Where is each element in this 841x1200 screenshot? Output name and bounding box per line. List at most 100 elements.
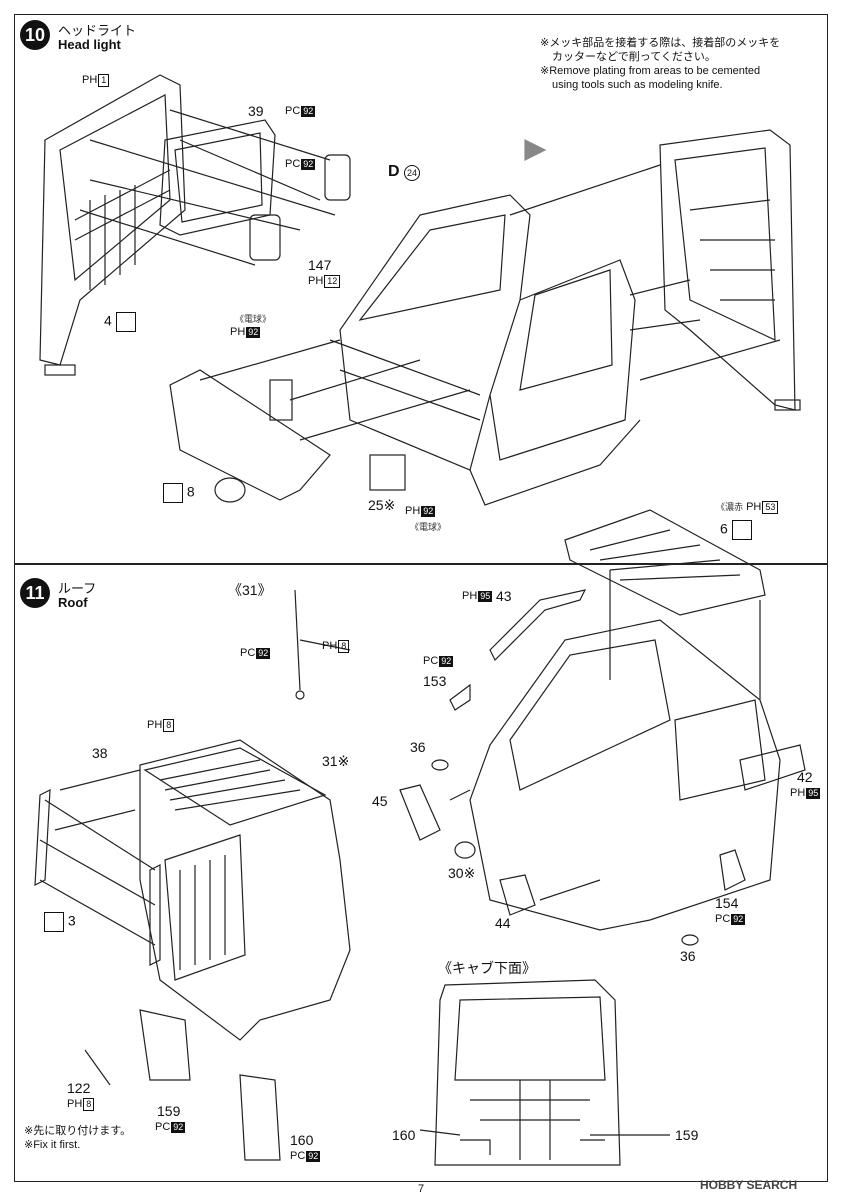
fix-first-note-jp: ※先に取り付けます。 [24, 1125, 132, 1137]
part-39: 39 [248, 103, 264, 119]
part-3: 3 [44, 912, 76, 932]
cab-under-title: 《キャブ下面》 [438, 960, 536, 976]
code-text: PC [285, 105, 301, 117]
code-box: 92 [246, 327, 261, 338]
part-number: 8 [186, 483, 195, 500]
plating-note-en-1: ※Remove plating from areas to be cemente… [540, 65, 761, 77]
code-box: 95 [478, 591, 493, 602]
step11-badge: 11 [20, 578, 50, 608]
part-154: 154 [715, 895, 739, 911]
plating-note: ※メッキ部品を接着する際は、接着部のメッキを カッターなどで削ってください。 ※… [540, 36, 810, 92]
step11-frame [14, 564, 828, 1182]
cement-icon [731, 520, 752, 540]
code-box: 1 [98, 74, 110, 87]
step10-title-jp: ヘッドライト [58, 23, 137, 38]
part-31s: 31※ [322, 753, 350, 769]
code-box: 8 [338, 640, 350, 653]
code-text: D [388, 163, 400, 180]
page-number: 7 [418, 1183, 425, 1195]
part-159a: 159 [157, 1103, 181, 1119]
part-160b: 160 [392, 1127, 416, 1143]
part-30: 30※ [448, 865, 476, 881]
code-text: PH [147, 719, 163, 731]
part-159b: 159 [675, 1127, 699, 1143]
code-box: 92 [306, 1151, 321, 1162]
step10-frame [14, 14, 828, 564]
code-text: PC [290, 1150, 306, 1162]
code-box: 92 [301, 106, 316, 117]
part-number: 4 [104, 312, 112, 329]
label-d24: D 24 [388, 163, 421, 181]
code-text: PH [82, 74, 98, 86]
part-45: 45 [372, 793, 388, 809]
code-text: PH [308, 275, 324, 287]
code-box: 12 [324, 275, 341, 288]
circled-number: 24 [404, 165, 421, 181]
code-text: PH [230, 326, 246, 338]
step10-badge: 10 [20, 20, 50, 50]
code-text: PC [155, 1121, 171, 1133]
code-text: PC [285, 158, 301, 170]
brand-watermark: HOBBY SEARCH [700, 1178, 798, 1192]
part-42: 42 [797, 769, 813, 785]
code-box: 95 [806, 788, 821, 799]
part-160a: 160 [290, 1132, 314, 1148]
cement-icon [163, 483, 183, 503]
label-elec1: 《電球》 [235, 314, 272, 324]
code-box: 53 [762, 501, 779, 514]
code-note: 《濃赤 [716, 502, 744, 512]
fix-first-note: ※先に取り付けます。 ※Fix it first. [24, 1124, 131, 1152]
part-25: 25※ [368, 497, 396, 513]
code-text: PH [746, 501, 762, 513]
code-text: PH [462, 590, 478, 602]
part-36b: 36 [680, 948, 696, 964]
step11-title-jp: ルーフ [58, 581, 97, 596]
part-6: 6 [720, 520, 752, 540]
part-31-ref: 《31》 [228, 582, 272, 598]
step11-title-en: Roof [58, 595, 88, 610]
fix-first-note-en: ※Fix it first. [24, 1139, 81, 1151]
code-text: PH [322, 640, 338, 652]
part-4: 4 [104, 312, 136, 332]
part-36a: 36 [410, 739, 426, 755]
label-elec2: 《電球》 [410, 522, 447, 532]
step10-title-en: Head light [58, 37, 121, 52]
code-box: 92 [439, 656, 454, 667]
cement-icon [115, 312, 136, 332]
part-number: 3 [67, 912, 76, 929]
code-box: 92 [301, 159, 316, 170]
code-text: PH [405, 505, 421, 517]
code-box: 8 [163, 719, 175, 732]
code-box: 8 [83, 1098, 95, 1111]
code-box: 92 [256, 648, 271, 659]
part-44: 44 [495, 915, 511, 931]
part-43: 43 [496, 588, 512, 604]
part-122: 122 [67, 1080, 91, 1096]
code-text: PC [423, 655, 439, 667]
code-box: 92 [171, 1122, 186, 1133]
part-153: 153 [423, 673, 447, 689]
part-8: 8 [163, 483, 195, 503]
plating-note-jp-1: ※メッキ部品を接着する際は、接着部のメッキを [540, 37, 781, 49]
code-box: 92 [421, 506, 436, 517]
code-text: PH [790, 787, 806, 799]
part-number: 6 [720, 520, 728, 537]
part-38: 38 [92, 745, 108, 761]
code-text: PC [240, 647, 256, 659]
code-text: PC [715, 913, 731, 925]
